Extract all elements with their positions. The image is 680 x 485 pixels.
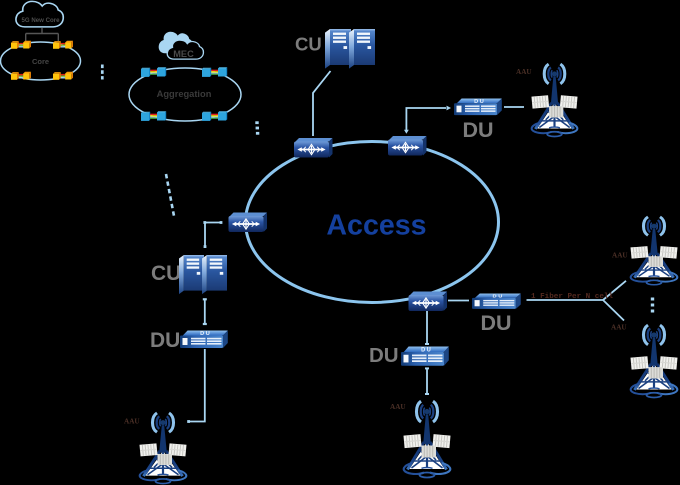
svg-text:Aggregation: Aggregation	[157, 89, 212, 99]
svg-text:CU: CU	[295, 34, 322, 55]
svg-text:DU: DU	[463, 118, 494, 142]
svg-text:DU: DU	[150, 329, 180, 352]
svg-text:MEC: MEC	[173, 49, 194, 59]
svg-text:AAU: AAU	[516, 68, 532, 76]
svg-text:AAU: AAU	[390, 403, 406, 411]
svg-text:1 Fiber Per N cell: 1 Fiber Per N cell	[531, 293, 613, 301]
svg-text:Core: Core	[32, 57, 49, 66]
svg-text:5G New Core: 5G New Core	[22, 17, 61, 24]
svg-text:DU: DU	[481, 311, 512, 335]
svg-text:AAU: AAU	[612, 252, 628, 260]
svg-text:AAU: AAU	[611, 324, 627, 332]
svg-text:DU: DU	[369, 344, 399, 367]
svg-text:Access: Access	[326, 210, 426, 242]
svg-text:CU: CU	[151, 262, 181, 285]
svg-text:AAU: AAU	[124, 418, 140, 426]
